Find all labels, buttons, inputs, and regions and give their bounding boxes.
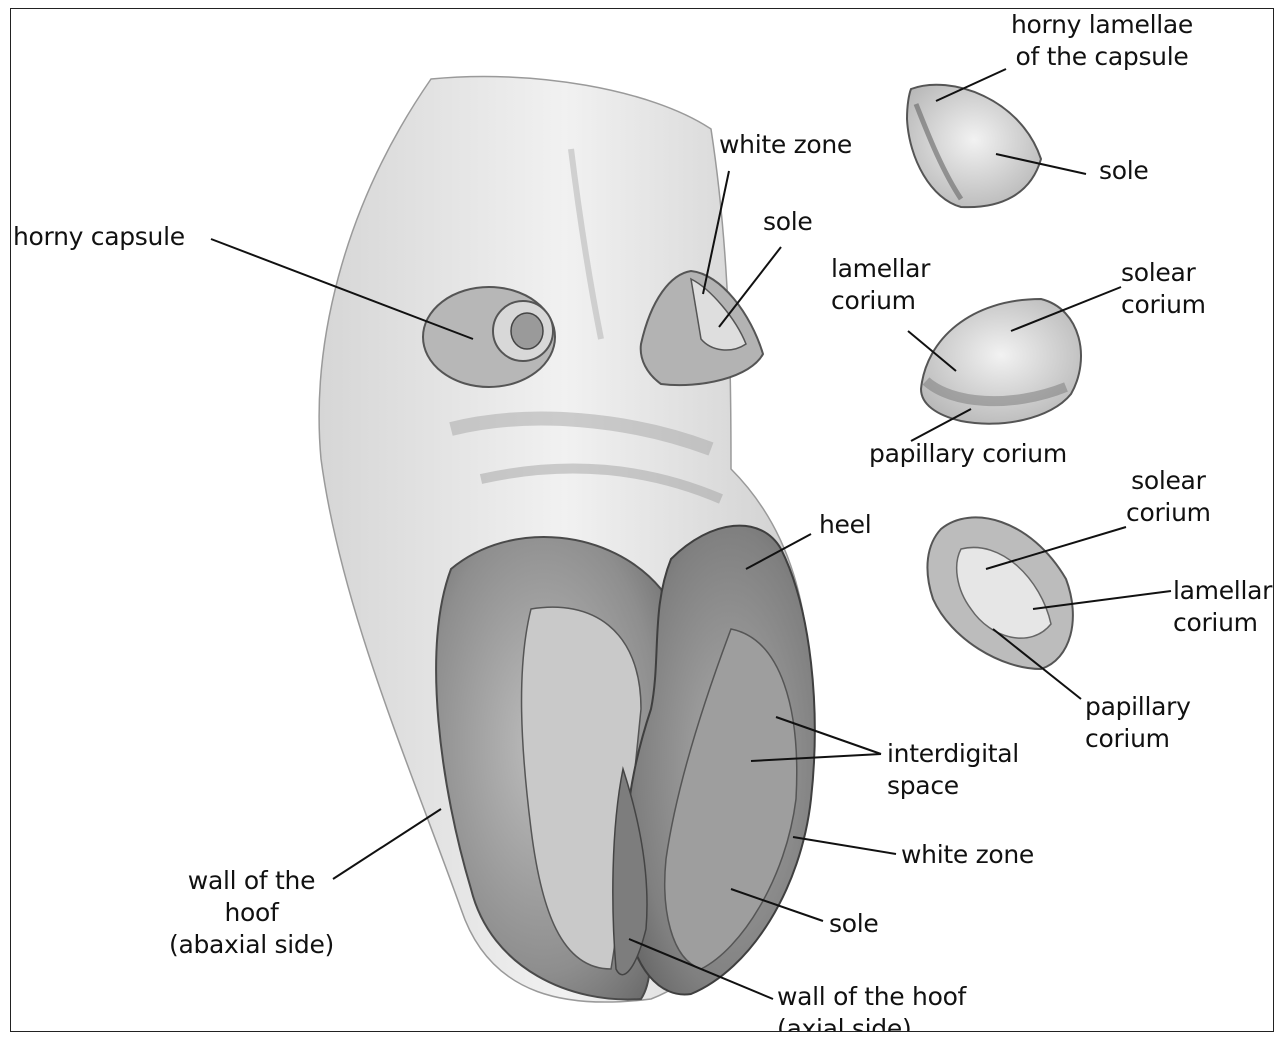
label-papillary-corium-1: papillary corium [869, 438, 1067, 470]
corium-detail-bottom [927, 517, 1072, 669]
label-white-zone-bottom: white zone [901, 839, 1034, 871]
label-solear-corium-2: solear corium [1126, 465, 1211, 529]
label-sole-mid: sole [763, 206, 812, 238]
label-horny-capsule: horny capsule [13, 221, 185, 253]
dew-claw-left [423, 287, 555, 387]
label-lamellar-corium-1: lamellar corium [831, 253, 930, 317]
label-heel: heel [819, 509, 871, 541]
label-papillary-corium-2: papillary corium [1085, 691, 1191, 755]
label-wall-axial: wall of the hoof (axial side) [777, 981, 966, 1032]
diagram-frame: horny lamellae of the capsule sole white… [10, 8, 1274, 1032]
label-sole-bottom: sole [829, 908, 878, 940]
label-sole-top: sole [1099, 155, 1148, 187]
label-horny-lamellae: horny lamellae of the capsule [1011, 9, 1193, 73]
capsule-detail-top [907, 85, 1041, 207]
label-wall-abaxial: wall of the hoof (abaxial side) [169, 865, 334, 961]
label-lamellar-corium-2: lamellar corium [1173, 575, 1272, 639]
label-white-zone-top: white zone [719, 129, 852, 161]
label-solear-corium-1: solear corium [1121, 257, 1206, 321]
label-interdigital-space: interdigital space [887, 738, 1019, 802]
